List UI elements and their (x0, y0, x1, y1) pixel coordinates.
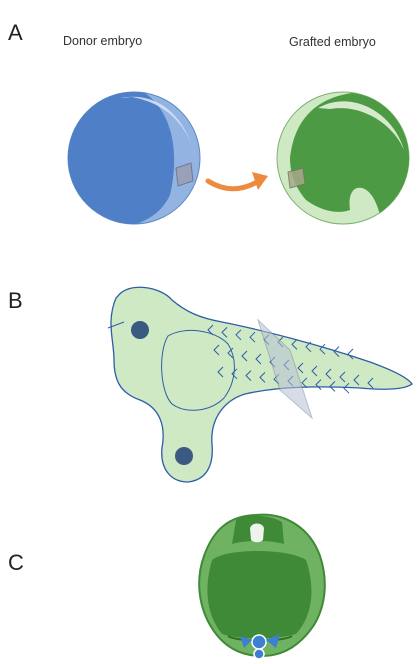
donor-embryo-label: Donor embryo (63, 34, 142, 48)
grafted-cell-center (252, 635, 266, 649)
panel-letter-b: B (8, 288, 23, 313)
larva-eye-lower (175, 447, 193, 465)
transplant-arrow (208, 172, 268, 190)
larva-eye-upper (131, 321, 149, 339)
donor-embryo (68, 92, 200, 224)
grafted-embryo (277, 92, 410, 224)
panel-letter-c: C (8, 550, 24, 575)
cross-section (199, 515, 325, 659)
larva (108, 287, 412, 482)
muscle-mass (207, 551, 311, 639)
panel-letter-a: A (8, 20, 23, 45)
transplanted-graft (288, 168, 305, 188)
grafted-embryo-label: Grafted embryo (289, 35, 376, 49)
